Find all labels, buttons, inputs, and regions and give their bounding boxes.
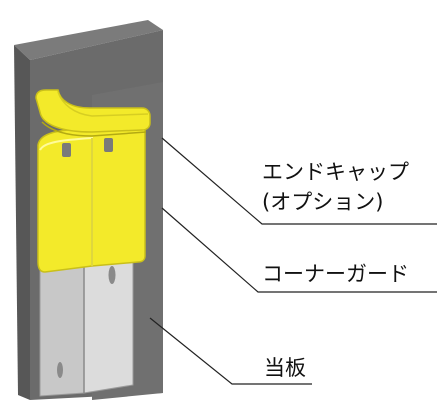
pillar-side-face bbox=[14, 45, 30, 400]
end-cap bbox=[35, 89, 151, 137]
end-cap-label-line1: エンドキャップ bbox=[262, 160, 409, 184]
pillar-top-face bbox=[14, 20, 163, 60]
backing-plate bbox=[39, 243, 134, 397]
corner-guard-label: コーナーガード bbox=[262, 262, 409, 286]
backing-plate-leader-line bbox=[149, 317, 312, 385]
corner-guard bbox=[37, 121, 146, 273]
leader-lines bbox=[149, 137, 437, 385]
end-cap-inner-edge bbox=[57, 91, 149, 117]
backing-plate-hole-lower bbox=[57, 362, 63, 378]
end-cap-label-line2: (オプション) bbox=[262, 190, 384, 214]
corner-guard-slot-right bbox=[104, 138, 113, 152]
corner-guard-leader-line bbox=[161, 207, 437, 293]
corner-guard-slot-left bbox=[62, 143, 71, 157]
end-cap-top bbox=[35, 89, 151, 133]
backing-plate-hole-upper bbox=[108, 266, 116, 284]
end-cap-lower-shadow bbox=[41, 121, 147, 137]
end-cap-leader-line bbox=[161, 137, 437, 225]
backing-plate-label: 当板 bbox=[264, 356, 306, 380]
